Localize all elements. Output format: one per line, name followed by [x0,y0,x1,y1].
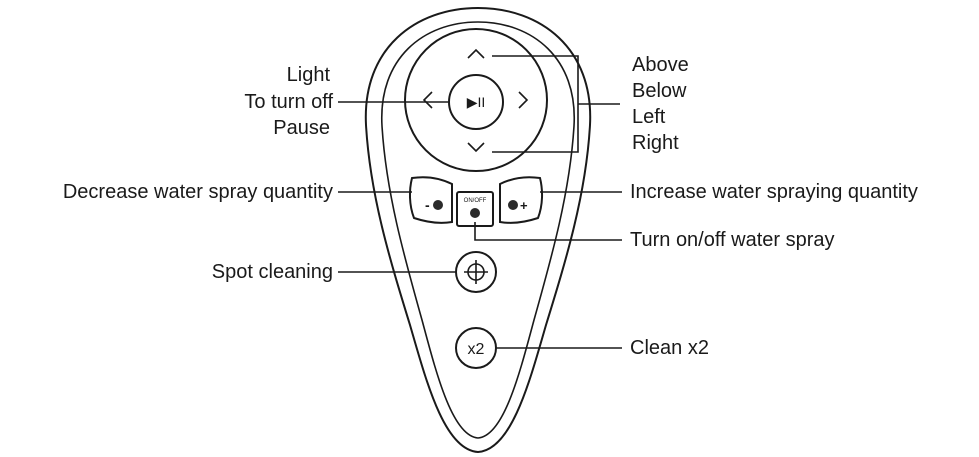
left-arrow-icon[interactable] [422,91,433,109]
increase-spray-button[interactable] [499,176,544,224]
label-clean-x2: Clean x2 [630,337,709,359]
onoff-spray-drop-icon [470,208,480,218]
label-light: Light [287,64,331,86]
decrease-spray-drop-icon [433,200,443,210]
up-arrow-icon[interactable] [467,48,485,59]
increase-spray-glyph: + [520,198,528,213]
clean-x2-button-text: x2 [468,341,485,358]
play-pause-icon: ▶II [467,94,486,110]
play-pause-button[interactable] [448,74,504,130]
down-arrow-icon[interactable] [467,142,485,153]
leader-directions [492,55,620,153]
decrease-spray-glyph: - [425,197,430,213]
label-decrease-spray: Decrease water spray quantity [63,181,333,203]
label-above: Above [632,54,689,76]
right-arrow-icon[interactable] [518,91,529,109]
label-right: Right [632,132,679,154]
label-increase-spray: Increase water spraying quantity [630,181,918,203]
label-spot-cleaning: Spot cleaning [212,261,333,283]
decrease-spray-button[interactable] [408,176,453,224]
remote-body-inner [381,21,575,439]
label-turn-off: To turn off [244,91,333,113]
spot-target-crosshair [464,260,488,284]
label-below: Below [632,80,687,102]
label-left: Left [632,106,666,128]
label-pause: Pause [273,117,330,139]
label-toggle-spray: Turn on/off water spray [630,229,835,251]
onoff-spray-label: ON/OFF [464,198,487,204]
increase-spray-drop-icon [508,200,518,210]
leader-onoff [474,222,622,241]
